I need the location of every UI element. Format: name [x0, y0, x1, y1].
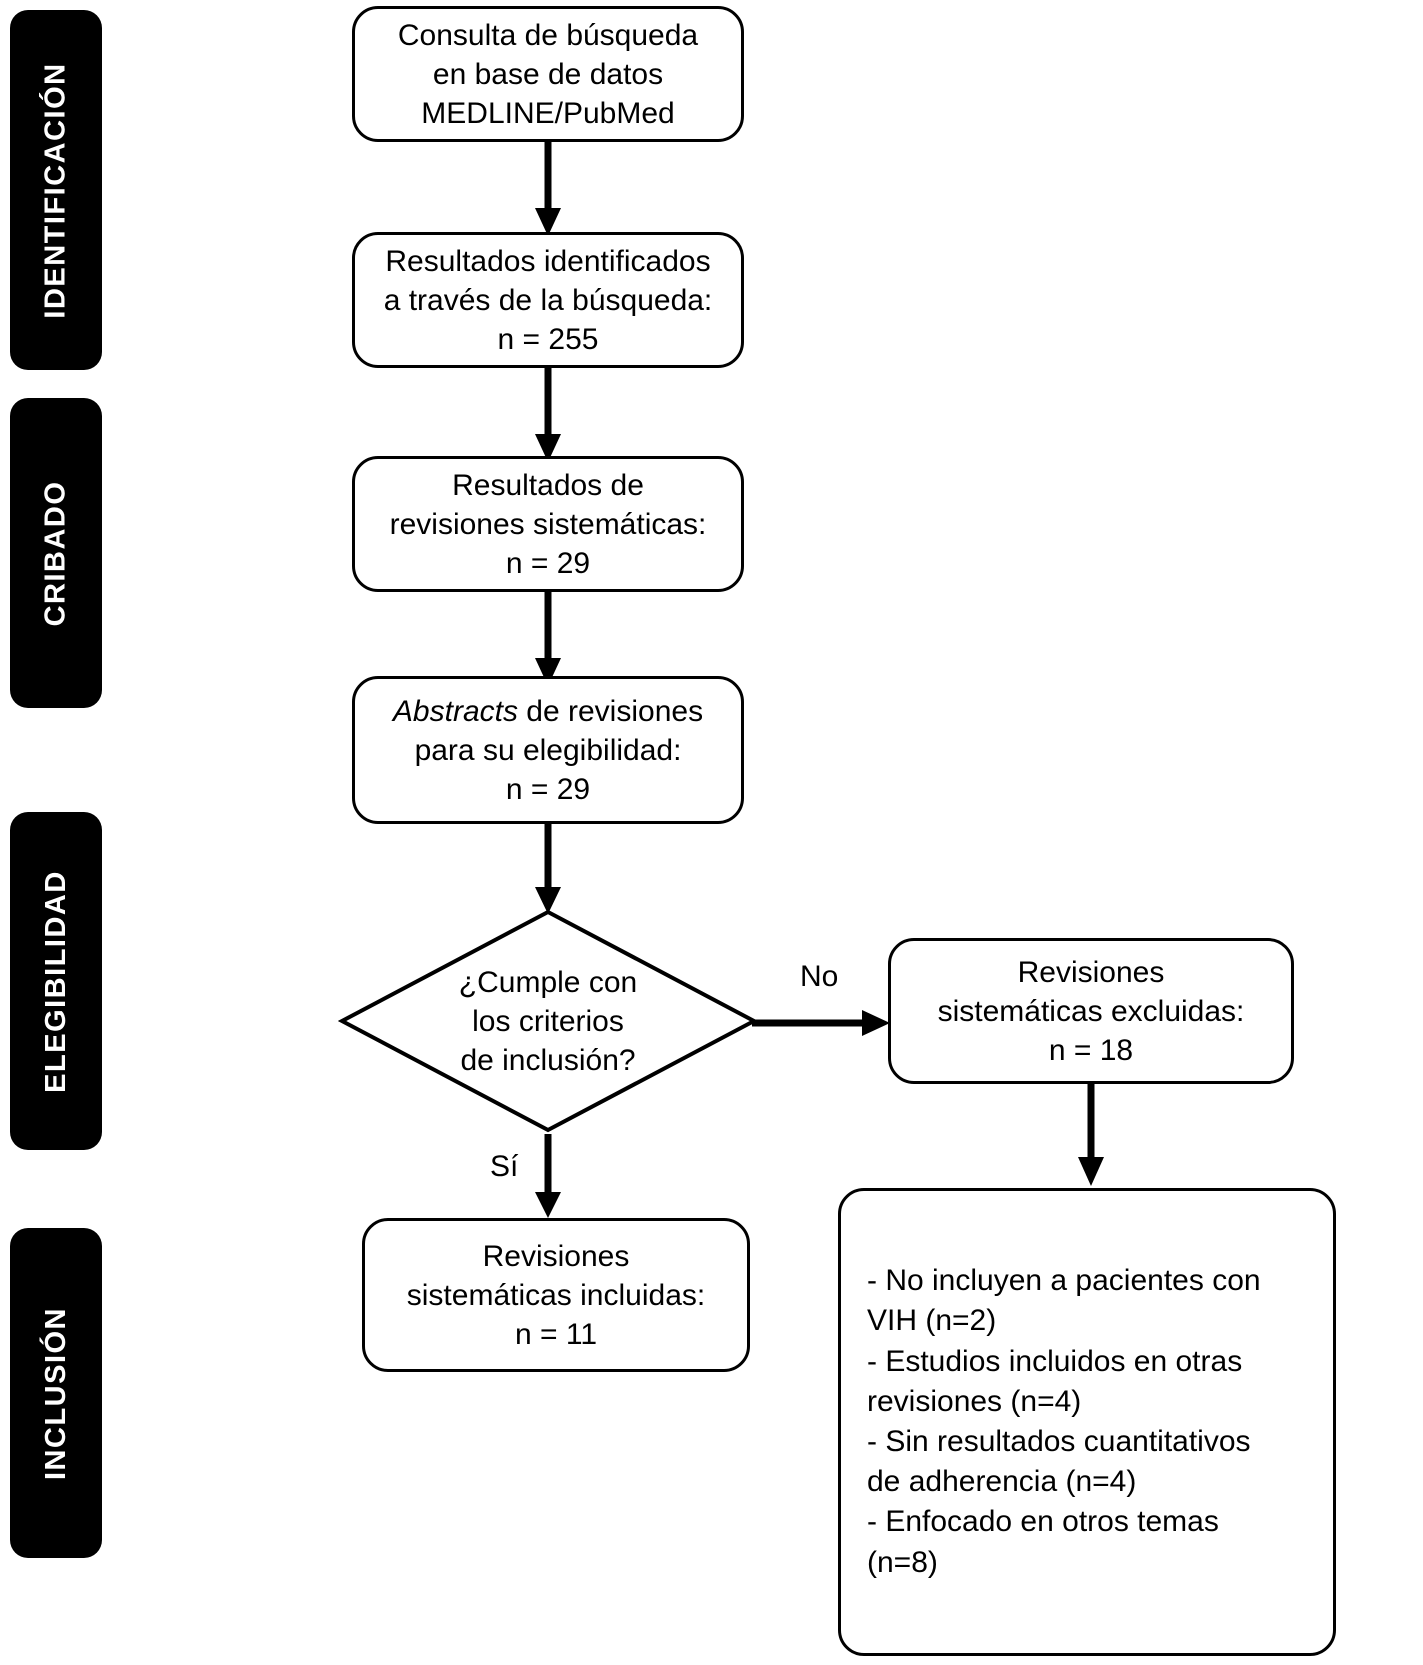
node-records-identified-line-2: a través de la búsqueda:	[383, 283, 713, 317]
node-reviews-included: Revisiones sistemáticas incluidas: n = 1…	[362, 1218, 750, 1372]
connector-identified-to-reviews	[532, 368, 564, 464]
node-systematic-reviews-line-2: revisiones sistemáticas:	[389, 507, 707, 541]
connector-excluded-to-reasons	[1075, 1084, 1107, 1188]
stage-pill-identificacion: IDENTIFICACIÓN	[10, 10, 102, 370]
exclusion-reason-line-1: - No incluyen a pacientes con	[867, 1264, 1261, 1298]
node-search-query-line-1: Consulta de búsqueda	[397, 18, 699, 52]
stage-label-cribado: CRIBADO	[39, 480, 72, 626]
exclusion-reason-line-8: (n=8)	[867, 1545, 938, 1579]
stage-label-identificacion: IDENTIFICACIÓN	[39, 61, 72, 319]
connector-decision-to-included	[532, 1134, 564, 1220]
node-search-query-line-2: en base de datos	[432, 57, 664, 91]
node-reviews-included-line-1: Revisiones	[482, 1239, 630, 1273]
node-decision-inclusion-criteria: ¿Cumple con los criterios de inclusión?	[338, 908, 758, 1134]
exclusion-reason-line-5: - Sin resultados cuantitativos	[867, 1425, 1251, 1458]
connector-query-to-identified	[532, 142, 564, 238]
stage-label-elegibilidad: ELEGIBILIDAD	[39, 869, 72, 1093]
connector-reviews-to-abstracts	[532, 592, 564, 688]
connector-decision-to-excluded	[752, 1002, 892, 1044]
stage-pill-elegibilidad: ELEGIBILIDAD	[10, 812, 102, 1150]
node-abstracts-eligibility-line-2: para su elegibilidad:	[414, 733, 682, 767]
node-abstracts-eligibility-count: n = 29	[505, 772, 591, 806]
node-search-query-line-3: MEDLINE/PubMed	[421, 96, 675, 130]
node-reviews-included-line-2: sistemáticas incluidas:	[406, 1278, 706, 1312]
exclusion-reason-line-7: - Enfocado en otros temas	[867, 1505, 1219, 1539]
node-reviews-excluded-count: n = 18	[1048, 1033, 1134, 1067]
node-abstracts-eligibility: Abstracts de revisiones para su elegibil…	[352, 676, 744, 824]
node-abstracts-eligibility-line-1: Abstracts de revisiones	[393, 692, 703, 731]
node-abstracts-line1-rest: de revisiones	[517, 694, 704, 728]
node-abstracts-keyword: Abstracts	[392, 694, 518, 728]
node-reviews-excluded: Revisiones sistemáticas excluidas: n = 1…	[888, 938, 1294, 1084]
node-records-identified-count: n = 255	[497, 322, 599, 356]
edge-label-si: Sí	[490, 1150, 519, 1183]
stage-pill-inclusion: INCLUSIÓN	[10, 1228, 102, 1558]
stage-label-inclusion: INCLUSIÓN	[39, 1306, 72, 1480]
exclusion-reason-line-6: de adherencia (n=4)	[867, 1465, 1137, 1499]
exclusion-reason-line-2: VIH (n=2)	[867, 1304, 997, 1338]
node-reviews-included-count: n = 11	[514, 1317, 598, 1351]
connector-abstracts-to-decision	[532, 824, 564, 916]
node-search-query: Consulta de búsqueda en base de datos ME…	[352, 6, 744, 142]
exclusion-reason-line-3: - Estudios incluidos en otras	[867, 1344, 1243, 1378]
decision-diamond-shape	[338, 909, 758, 1133]
node-reviews-excluded-line-2: sistemáticas excluidas:	[937, 994, 1245, 1028]
stage-pill-cribado: CRIBADO	[10, 398, 102, 708]
node-exclusion-reasons: - No incluyen a pacientes con VIH (n=2) …	[838, 1188, 1336, 1656]
node-systematic-reviews-line-1: Resultados de	[452, 468, 644, 502]
edge-label-no: No	[800, 960, 839, 993]
node-systematic-reviews: Resultados de revisiones sistemáticas: n…	[352, 456, 744, 592]
node-records-identified: Resultados identificados a través de la …	[352, 232, 744, 368]
node-reviews-excluded-line-1: Revisiones	[1017, 955, 1165, 989]
exclusion-reason-line-4: revisiones (n=4)	[867, 1384, 1082, 1418]
node-systematic-reviews-count: n = 29	[505, 546, 591, 580]
node-records-identified-line-1: Resultados identificados	[385, 244, 711, 278]
